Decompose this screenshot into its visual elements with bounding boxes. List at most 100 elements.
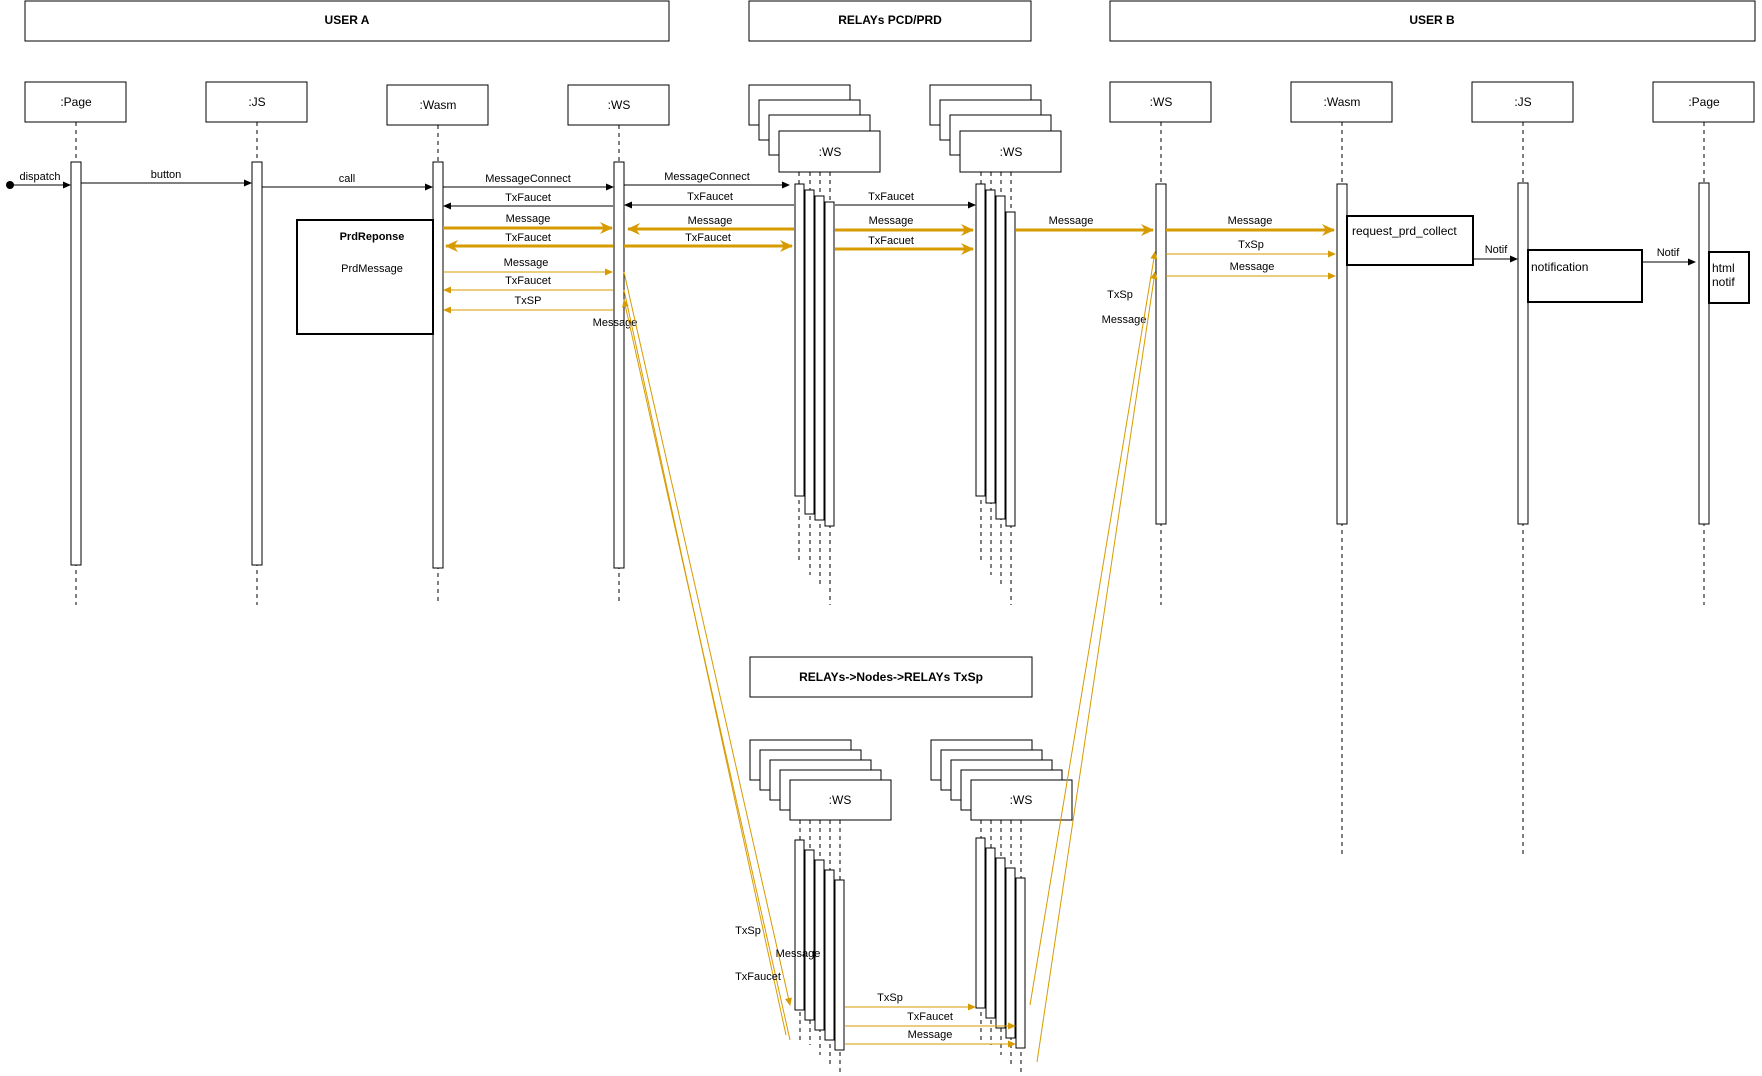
lifeline-a-js: :JS: [205, 81, 308, 605]
a-wasm-label: :Wasm: [420, 98, 457, 112]
msg-txfaucet-7-label: TxFaucet: [505, 275, 551, 287]
b-wasm-label: :Wasm: [1324, 95, 1361, 109]
group-relays-label: RELAYs PCD/PRD: [838, 13, 942, 27]
msg-message-thick-5: Message: [1166, 215, 1335, 236]
msg-notif-2: Notif: [1642, 247, 1696, 266]
lifeline-a-page: :Page: [24, 81, 127, 605]
group-user-b-label: USER B: [1409, 13, 1455, 27]
msg-txsp-thin-2: TxSp: [1166, 239, 1336, 258]
node-stack-right: :WS: [930, 739, 1073, 1076]
msg-txfaucet-8-label: TxFaucet: [735, 971, 781, 983]
html-notif-note: html notif: [1708, 251, 1750, 304]
msg-message-8-label: Message: [1230, 261, 1275, 273]
msg-message-4-label: Message: [504, 257, 549, 269]
msg-message-1-label: Message: [506, 213, 551, 225]
relay-left-label: :WS: [819, 145, 842, 159]
msg-call: call: [262, 173, 433, 191]
msg-message-connect-2-label: MessageConnect: [664, 171, 750, 183]
msg-button-label: button: [151, 169, 182, 181]
msg-txfaucet-thick-2: TxFaucet: [624, 232, 793, 252]
group-relays-nodes-label: RELAYs->Nodes->RELAYs TxSp: [799, 670, 983, 684]
lifeline-b-js: :JS: [1471, 81, 1574, 855]
msg-message-9-label: Message: [1102, 314, 1147, 326]
lifeline-a-wasm: :Wasm: [386, 84, 489, 605]
msg-txfaucet-thick-3: TxFacuet: [835, 235, 974, 255]
msg-txsp-2-label: TxSp: [1238, 239, 1264, 251]
msg-message-thick-4: Message: [1016, 215, 1154, 236]
msg-txsp-4-label: TxSp: [735, 925, 761, 937]
node-stack-left: :WS: [749, 739, 892, 1076]
b-page-label: :Page: [1688, 95, 1720, 109]
msg-txfaucet-1-label: TxFaucet: [505, 192, 551, 204]
msg-notif-1: Notif: [1473, 244, 1518, 263]
msg-message-5-label: Message: [593, 317, 638, 329]
diagonal-lines-right: [1029, 251, 1158, 1063]
msg-message-bottom: Message: [845, 1029, 1016, 1048]
msg-message-2-label: Message: [688, 215, 733, 227]
msg-txfaucet-bottom: TxFaucet: [845, 1011, 1016, 1030]
msg-message-11-label: Message: [908, 1029, 953, 1041]
msg-message-3-label: Message: [869, 215, 914, 227]
msg-call-label: call: [339, 173, 356, 185]
prd-response-title: PrdReponse: [340, 231, 405, 243]
msg-message-connect-2: MessageConnect: [624, 171, 790, 189]
msg-message-thick-1: Message: [443, 213, 613, 234]
msg-notif-1-label: Notif: [1485, 244, 1509, 256]
msg-message-6-label: Message: [1049, 215, 1094, 227]
group-relays-nodes: RELAYs->Nodes->RELAYs TxSp: [749, 656, 1033, 698]
lifeline-b-page: :Page: [1652, 81, 1755, 605]
msg-txsp-thin-1: TxSP: [443, 295, 613, 314]
msg-txsp-5-label: TxSp: [877, 992, 903, 1004]
msg-button: button: [81, 169, 252, 187]
request-prd-collect-note: request_prd_collect: [1346, 215, 1474, 266]
lifeline-b-ws: :WS: [1109, 81, 1212, 605]
lifeline-b-wasm: :Wasm: [1290, 81, 1393, 855]
msg-message-connect-1-label: MessageConnect: [485, 173, 571, 185]
msg-txsp-3-label: TxSp: [1107, 289, 1133, 301]
msg-txfaucet-thin-1: TxFaucet: [443, 275, 613, 294]
msg-txfaucet-3-label: TxFaucet: [868, 191, 914, 203]
request-prd-collect-text: request_prd_collect: [1352, 224, 1457, 238]
msg-txfaucet-thick-1: TxFaucet: [445, 232, 613, 252]
msg-txsp-bottom: TxSp: [845, 992, 976, 1011]
node-left-label: :WS: [829, 793, 852, 807]
lifeline-a-ws: :WS: [567, 84, 670, 605]
msg-notif-2-label: Notif: [1657, 247, 1681, 259]
msg-message-thick-3: Message: [835, 215, 974, 236]
b-js-label: :JS: [1514, 95, 1531, 109]
a-js-label: :JS: [248, 95, 265, 109]
notification-note: notification: [1527, 249, 1643, 303]
a-ws-label: :WS: [608, 98, 631, 112]
group-user-b: USER B: [1109, 0, 1756, 42]
msg-message-thin-2: Message: [1166, 261, 1336, 280]
msg-txfaucet-5-label: TxFaucet: [685, 232, 731, 244]
html-notif-line1: html: [1712, 261, 1735, 275]
msg-message-thin-1: Message: [443, 257, 613, 276]
msg-txsp-1-label: TxSP: [515, 295, 542, 307]
a-page-label: :Page: [60, 95, 92, 109]
relay-right-label: :WS: [1000, 145, 1023, 159]
msg-txfaucet-ws-wasm: TxFaucet: [443, 192, 613, 210]
msg-txfaucet-4-label: TxFaucet: [505, 232, 551, 244]
msg-message-connect-1: MessageConnect: [443, 173, 614, 191]
msg-message-7-label: Message: [1228, 215, 1273, 227]
msg-txfaucet-6-label: TxFacuet: [868, 235, 914, 247]
group-relays: RELAYs PCD/PRD: [748, 0, 1032, 42]
msg-txfaucet-9-label: TxFaucet: [907, 1011, 953, 1023]
group-user-a: USER A: [24, 0, 670, 42]
notification-text: notification: [1531, 260, 1588, 274]
msg-txfaucet-2-label: TxFaucet: [687, 191, 733, 203]
diagonal-lines-left: [622, 271, 792, 1041]
msg-dispatch-label: dispatch: [20, 171, 61, 183]
msg-dispatch: dispatch: [6, 171, 71, 189]
prd-response-body: PrdMessage: [341, 263, 403, 275]
msg-txfaucet-relay-ws: TxFaucet: [624, 191, 794, 209]
relay-stack-right: :WS: [929, 84, 1062, 605]
b-ws-label: :WS: [1150, 95, 1173, 109]
msg-message-10-label: Message: [776, 948, 821, 960]
msg-message-thick-2: Message: [627, 215, 794, 235]
prd-response-note: PrdReponse PrdMessage: [296, 219, 434, 335]
relay-stack-left: :WS: [748, 84, 881, 605]
msg-txfaucet-relay-relay: TxFaucet: [835, 191, 976, 209]
